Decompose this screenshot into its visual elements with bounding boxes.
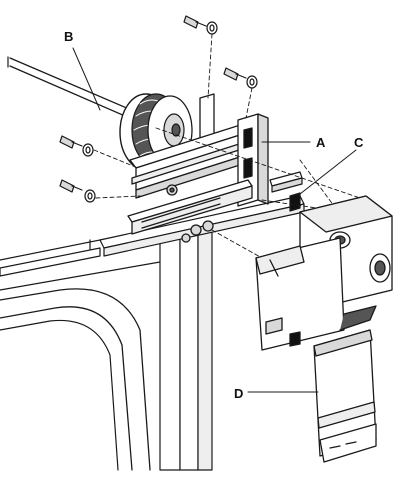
bolt-mid-left [59,135,94,157]
callout-label-a: A [316,135,326,150]
callout-label-c: C [354,135,364,150]
support-post [159,223,213,471]
leader-B [72,47,101,111]
bolt-lower-left [59,179,96,203]
callout-label-b: B [64,29,74,44]
leader-C [299,149,357,195]
callout-leaders [72,47,357,393]
mounting-bracket [127,93,269,243]
rail-beam [0,195,305,277]
callout-label-d: D [234,386,244,401]
bolt-upper-right [223,67,258,89]
drive-key [269,171,303,212]
bolt-top [183,15,218,35]
operator-motor [255,195,393,463]
bolt-set [59,15,258,203]
